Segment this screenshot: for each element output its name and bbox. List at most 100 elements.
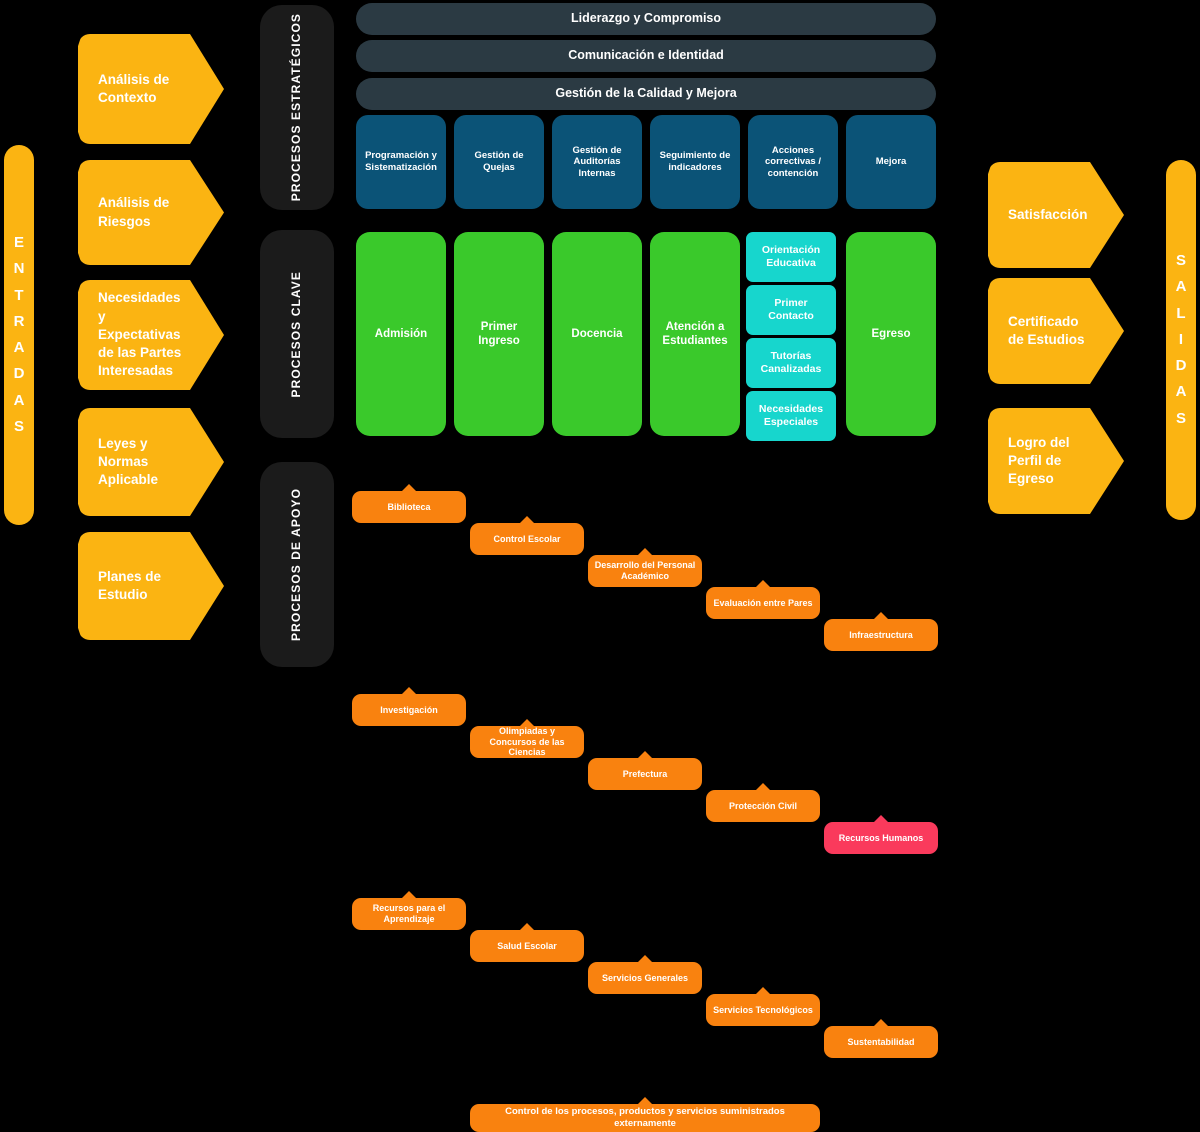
support-box-control-procesos-externos[interactable]: Control de los procesos, productos y ser… — [470, 1097, 820, 1132]
support-box-label: Servicios Generales — [601, 972, 689, 983]
support-box-label: Servicios Tecnológicos — [713, 1004, 813, 1015]
entrada-item-analisis-de-riesgos[interactable]: Análisis de Riesgos — [78, 160, 224, 265]
support-box-sustentabilidad[interactable]: Sustentabilidad — [824, 1019, 938, 1058]
notch-icon — [637, 955, 653, 963]
key-box-primer-ingreso[interactable]: Primer Ingreso — [454, 232, 544, 436]
strategic-bar-gestion-calidad[interactable]: Gestión de la Calidad y Mejora — [356, 78, 936, 110]
key-subbox-label: Tutorías Canalizadas — [760, 350, 822, 375]
support-box-label: Recursos Humanos — [838, 832, 924, 843]
notch-icon — [519, 719, 535, 727]
support-box-desarrollo-personal-academico[interactable]: Desarrollo del Personal Académico — [588, 548, 702, 587]
support-box-control-escolar[interactable]: Control Escolar — [470, 516, 584, 555]
strategic-box-label: Acciones correctivas / contención — [765, 144, 821, 179]
entrada-item-leyes-y-normas[interactable]: Leyes y Normas Aplicable — [78, 408, 224, 516]
strategic-box-gestion-quejas[interactable]: Gestión de Quejas — [454, 115, 544, 209]
support-box-olimpiadas-concursos[interactable]: Olimpiadas y Concursos de las Ciencias — [470, 719, 584, 758]
support-box-servicios-tecnologicos[interactable]: Servicios Tecnológicos — [706, 987, 820, 1026]
band-label-procesos-de-apoyo: PROCESOS DE APOYO — [260, 462, 334, 667]
notch-icon — [755, 580, 771, 588]
key-box-label: Docencia — [571, 327, 623, 340]
key-subbox-primer-contacto[interactable]: Primer Contacto — [746, 285, 836, 335]
support-box-evaluacion-entre-pares[interactable]: Evaluación entre Pares — [706, 580, 820, 619]
strategic-box-acciones-correctivas[interactable]: Acciones correctivas / contención — [748, 115, 838, 209]
support-box-infraestructura[interactable]: Infraestructura — [824, 612, 938, 651]
support-box-label: Biblioteca — [387, 501, 431, 512]
key-box-docencia[interactable]: Docencia — [552, 232, 642, 436]
key-box-atencion-a-estudiantes[interactable]: Atención a Estudiantes — [650, 232, 740, 436]
strategic-bar-label: Gestión de la Calidad y Mejora — [555, 86, 737, 101]
strategic-box-label: Seguimiento de indicadores — [659, 150, 731, 173]
strategic-bar-label: Comunicación e Identidad — [568, 48, 724, 63]
notch-icon — [401, 484, 417, 492]
salida-item-satisfaccion[interactable]: Satisfacción — [988, 162, 1124, 268]
notch-icon — [873, 1019, 889, 1027]
key-box-label: Atención a Estudiantes — [662, 320, 728, 347]
key-subbox-orientacion-educativa[interactable]: Orientación Educativa — [746, 232, 836, 282]
entrada-item-label: Planes de Estudio — [98, 568, 162, 602]
strategic-box-programacion[interactable]: Programación y Sistematización — [356, 115, 446, 209]
strategic-box-auditorias-internas[interactable]: Gestión de Auditorías Internas — [552, 115, 642, 209]
entradas-rail: E N T R A D A S — [4, 145, 34, 525]
support-box-label: Infraestructura — [849, 629, 913, 640]
entradas-rail-letter: T — [14, 286, 24, 304]
support-box-label: Sustentabilidad — [847, 1036, 915, 1047]
strategic-bar-liderazgo[interactable]: Liderazgo y Compromiso — [356, 3, 936, 35]
entrada-item-label: Leyes y Normas Aplicable — [98, 435, 159, 488]
support-box-label: Control Escolar — [493, 533, 561, 544]
entradas-rail-letter: D — [13, 365, 25, 383]
support-box-label: Evaluación entre Pares — [713, 597, 813, 608]
entrada-item-analisis-de-contexto[interactable]: Análisis de Contexto — [78, 34, 224, 144]
band-label-text: PROCESOS DE APOYO — [289, 488, 304, 641]
key-box-label: Egreso — [871, 327, 911, 340]
support-box-salud-escolar[interactable]: Salud Escolar — [470, 923, 584, 962]
strategic-box-mejora[interactable]: Mejora — [846, 115, 936, 209]
notch-icon — [637, 548, 653, 556]
entrada-item-planes-de-estudio[interactable]: Planes de Estudio — [78, 532, 224, 640]
key-box-egreso[interactable]: Egreso — [846, 232, 936, 436]
band-label-text: PROCESOS ESTRATÉGICOS — [289, 13, 304, 202]
strategic-box-label: Gestión de Auditorías Internas — [572, 144, 622, 179]
salida-item-label: Satisfacción — [1008, 206, 1088, 222]
band-label-procesos-clave: PROCESOS CLAVE — [260, 230, 334, 438]
notch-icon — [873, 612, 889, 620]
support-box-label: Control de los procesos, productos y ser… — [505, 1106, 785, 1129]
strategic-bar-label: Liderazgo y Compromiso — [570, 11, 722, 26]
salidas-rail: S A L I D A S — [1166, 160, 1196, 520]
entrada-item-label: Análisis de Contexto — [98, 71, 170, 105]
strategic-box-label: Mejora — [875, 156, 907, 168]
support-box-prefectura[interactable]: Prefectura — [588, 751, 702, 790]
support-box-label: Recursos para el Aprendizaje — [372, 903, 446, 924]
support-box-investigacion[interactable]: Investigación — [352, 687, 466, 726]
support-box-recursos-humanos[interactable]: Recursos Humanos — [824, 815, 938, 854]
band-label-text: PROCESOS CLAVE — [289, 270, 304, 398]
entradas-rail-letter: E — [13, 234, 24, 251]
support-box-label: Investigación — [380, 704, 438, 715]
key-subbox-tutorias-canalizadas[interactable]: Tutorías Canalizadas — [746, 338, 836, 388]
strategic-box-seguimiento-indicadores[interactable]: Seguimiento de indicadores — [650, 115, 740, 209]
key-subbox-necesidades-especiales[interactable]: Necesidades Especiales — [746, 391, 836, 441]
support-box-label: Prefectura — [622, 768, 668, 779]
support-box-recursos-para-el-aprendizaje[interactable]: Recursos para el Aprendizaje — [352, 891, 466, 930]
support-box-biblioteca[interactable]: Biblioteca — [352, 484, 466, 523]
support-box-proteccion-civil[interactable]: Protección Civil — [706, 783, 820, 822]
support-box-label: Desarrollo del Personal Académico — [594, 560, 696, 581]
notch-icon — [519, 516, 535, 524]
strategic-bar-comunicacion[interactable]: Comunicación e Identidad — [356, 40, 936, 72]
entradas-rail-letter: S — [13, 417, 24, 435]
salidas-rail-letter: S — [1175, 252, 1186, 270]
key-box-admision[interactable]: Admisión — [356, 232, 446, 436]
salidas-rail-letter: L — [1176, 304, 1186, 322]
key-subbox-label: Necesidades Especiales — [758, 403, 824, 428]
salida-item-logro-del-perfil-de-egreso[interactable]: Logro del Perfil de Egreso — [988, 408, 1124, 514]
entradas-rail-letter: A — [13, 391, 25, 409]
salida-item-label: Logro del Perfil de Egreso — [1008, 434, 1070, 487]
support-box-servicios-generales[interactable]: Servicios Generales — [588, 955, 702, 994]
salida-item-certificado-de-estudios[interactable]: Certificado de Estudios — [988, 278, 1124, 384]
notch-icon — [873, 815, 889, 823]
key-subbox-label: Primer Contacto — [768, 297, 814, 322]
process-map-canvas: E N T R A D A S Análisis de Contexto Aná… — [4, 3, 1196, 1132]
key-subbox-label: Orientación Educativa — [761, 244, 821, 269]
notch-icon — [755, 987, 771, 995]
support-box-label: Protección Civil — [728, 800, 798, 811]
entrada-item-necesidades-expectativas[interactable]: Necesidades y Expectativas de las Partes… — [78, 280, 224, 390]
